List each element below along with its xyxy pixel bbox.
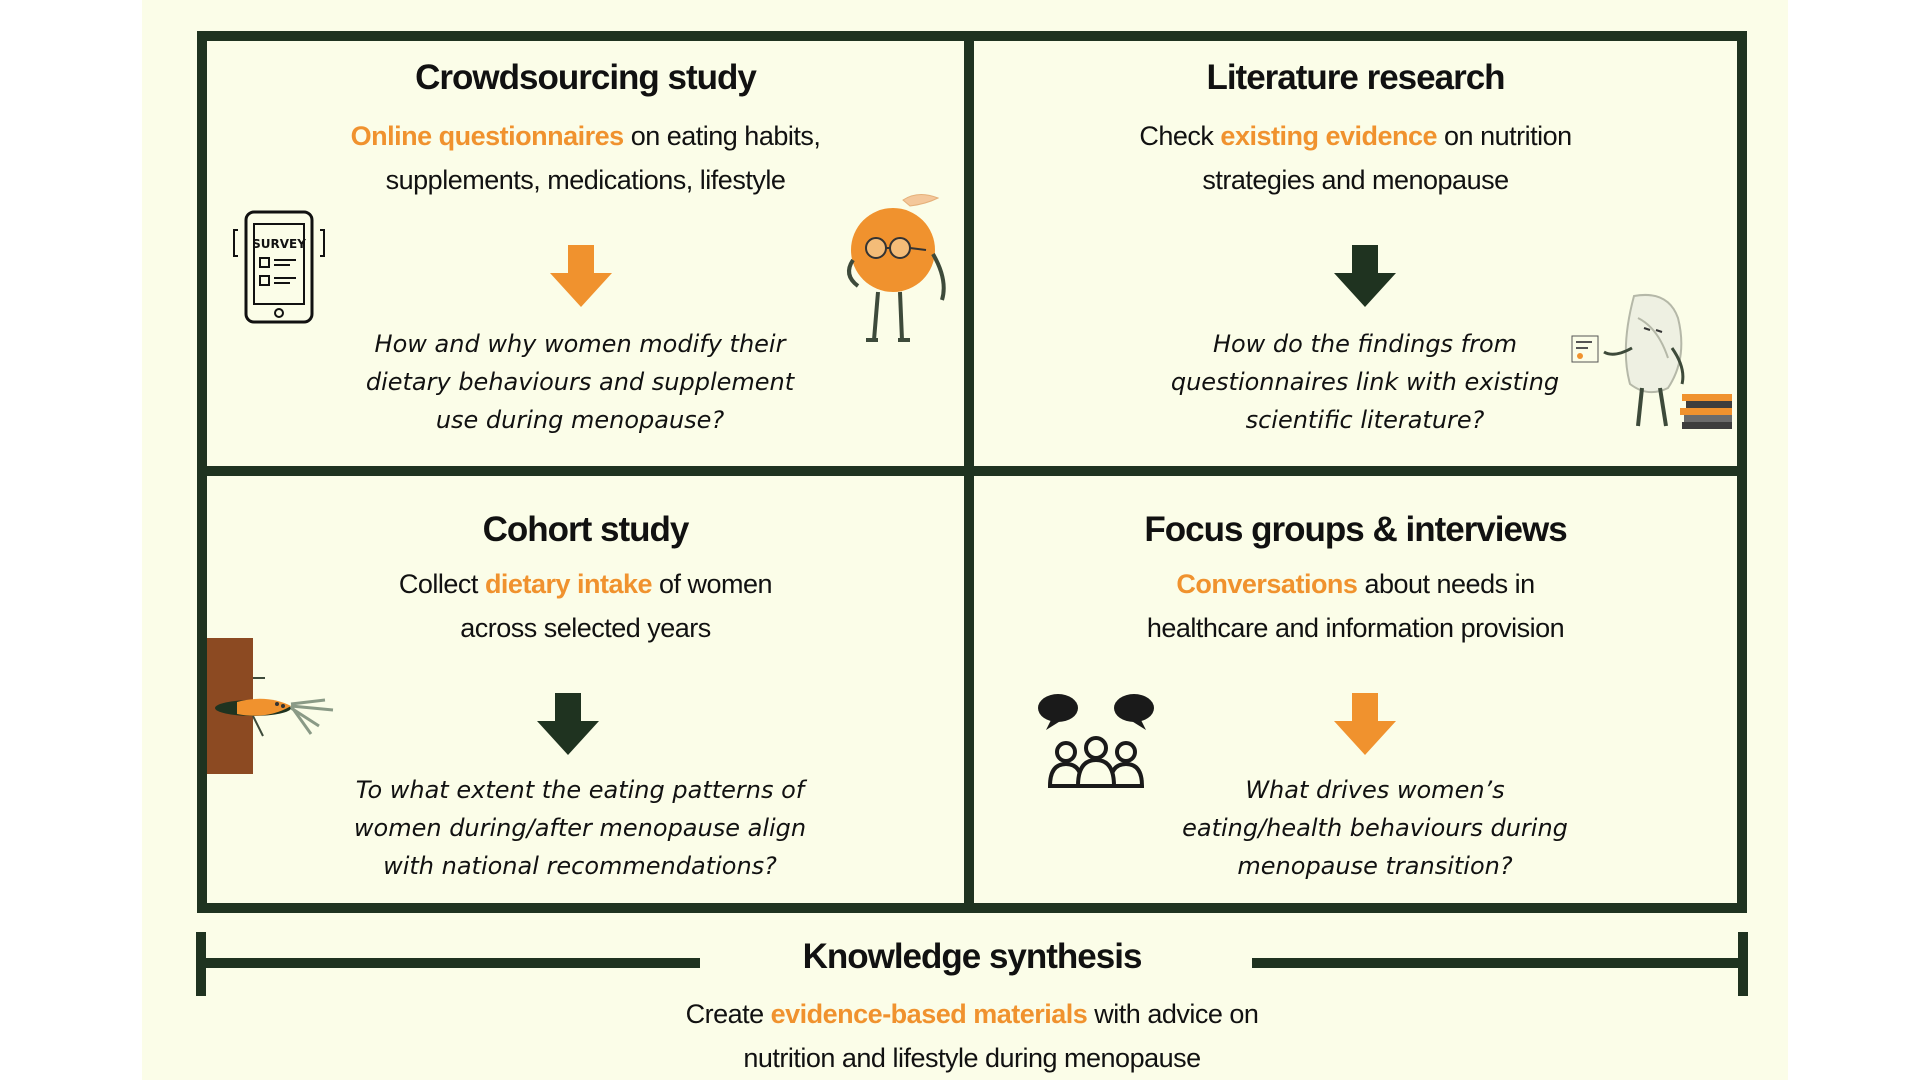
literature-question-line: How do the findings from (1212, 330, 1518, 358)
dark-down-arrow-icon (537, 693, 599, 755)
crowdsourcing-description: Online questionnaires on eating habits, … (207, 114, 964, 202)
literature-question: How do the findings from questionnaires … (1070, 325, 1660, 439)
crowdsourcing-title: Crowdsourcing study (415, 58, 757, 97)
synthesis-title: Knowledge synthesis (802, 937, 1143, 976)
focus-question-line: menopause transition? (1237, 852, 1513, 880)
literature-highlight: existing evidence (1220, 121, 1438, 151)
cohort-question-line: To what extent the eating patterns of (355, 776, 805, 804)
synthesis-desc-rest: with advice on (1087, 999, 1259, 1029)
crowdsourcing-desc-line2: supplements, medications, lifestyle (385, 165, 786, 195)
synthesis-desc-line2: nutrition and lifestyle during menopause (743, 1043, 1201, 1073)
crowdsourcing-question-line: How and why women modify their (374, 330, 786, 358)
focus-title: Focus groups & interviews (1144, 510, 1567, 549)
focus-desc-rest: about needs in (1357, 569, 1535, 599)
cohort-desc-pre: Collect (398, 569, 485, 599)
focus-highlight: Conversations (1176, 569, 1358, 599)
group-conversation-icon (1038, 694, 1154, 788)
literature-desc-line2: strategies and menopause (1202, 165, 1509, 195)
cohort-desc-line2: across selected years (460, 613, 711, 643)
orange-character-icon (847, 194, 946, 342)
crowdsourcing-question-line: use during menopause? (435, 406, 725, 434)
focus-description: Conversations about needs in healthcare … (974, 562, 1737, 650)
focus-question-line: eating/health behaviours during (1182, 814, 1568, 842)
cohort-highlight: dietary intake (484, 569, 653, 599)
crowdsourcing-question-line: dietary behaviours and supplement (365, 368, 795, 396)
literature-quadrant: Literature research Check existing evide… (974, 58, 1737, 202)
survey-phone-icon: SURVEY (233, 210, 325, 324)
focus-quadrant: Focus groups & interviews Conversations … (974, 510, 1737, 650)
carrot-character-icon (207, 638, 334, 774)
synthesis-desc-pre: Create (685, 999, 771, 1029)
crowdsourcing-desc-rest: on eating habits, (623, 121, 821, 151)
cohort-desc-rest: of women (652, 569, 773, 599)
cohort-question-line: with national recommendations? (383, 852, 777, 880)
focus-desc-line2: healthcare and information provision (1146, 613, 1565, 643)
dark-down-arrow-icon (1334, 245, 1396, 307)
cohort-description: Collect dietary intake of women across s… (207, 562, 964, 650)
cohort-question: To what extent the eating patterns of wo… (290, 771, 870, 885)
synthesis-description: Create evidence-based materials with adv… (0, 992, 1920, 1080)
crowdsourcing-question: How and why women modify their dietary b… (290, 325, 870, 439)
literature-question-line: questionnaires link with existing (1170, 368, 1560, 396)
survey-label: SURVEY (252, 237, 306, 251)
synthesis-right-bracket (1738, 932, 1748, 996)
cohort-question-line: women during/after menopause align (353, 814, 807, 842)
literature-desc-rest: on nutrition (1437, 121, 1572, 151)
orange-down-arrow-icon (550, 245, 612, 307)
crowdsourcing-highlight: Online questionnaires (350, 121, 625, 151)
cohort-quadrant: Cohort study Collect dietary intake of w… (207, 510, 964, 650)
horizontal-divider (197, 466, 1747, 476)
synthesis-right-line (1252, 958, 1748, 968)
synthesis-highlight: evidence-based materials (770, 999, 1088, 1029)
literature-question-line: scientific literature? (1245, 406, 1485, 434)
literature-desc-pre: Check (1139, 121, 1221, 151)
reading-character-icon (1571, 294, 1732, 429)
focus-question-line: What drives women’s (1245, 776, 1505, 804)
literature-title: Literature research (1206, 58, 1505, 97)
synthesis-left-line (196, 958, 700, 968)
focus-question: What drives women’s eating/health behavi… (1085, 771, 1665, 885)
orange-down-arrow-icon (1334, 693, 1396, 755)
cohort-title: Cohort study (482, 510, 690, 549)
crowdsourcing-quadrant: Crowdsourcing study Online questionnaire… (207, 58, 964, 202)
literature-description: Check existing evidence on nutrition str… (974, 114, 1737, 202)
